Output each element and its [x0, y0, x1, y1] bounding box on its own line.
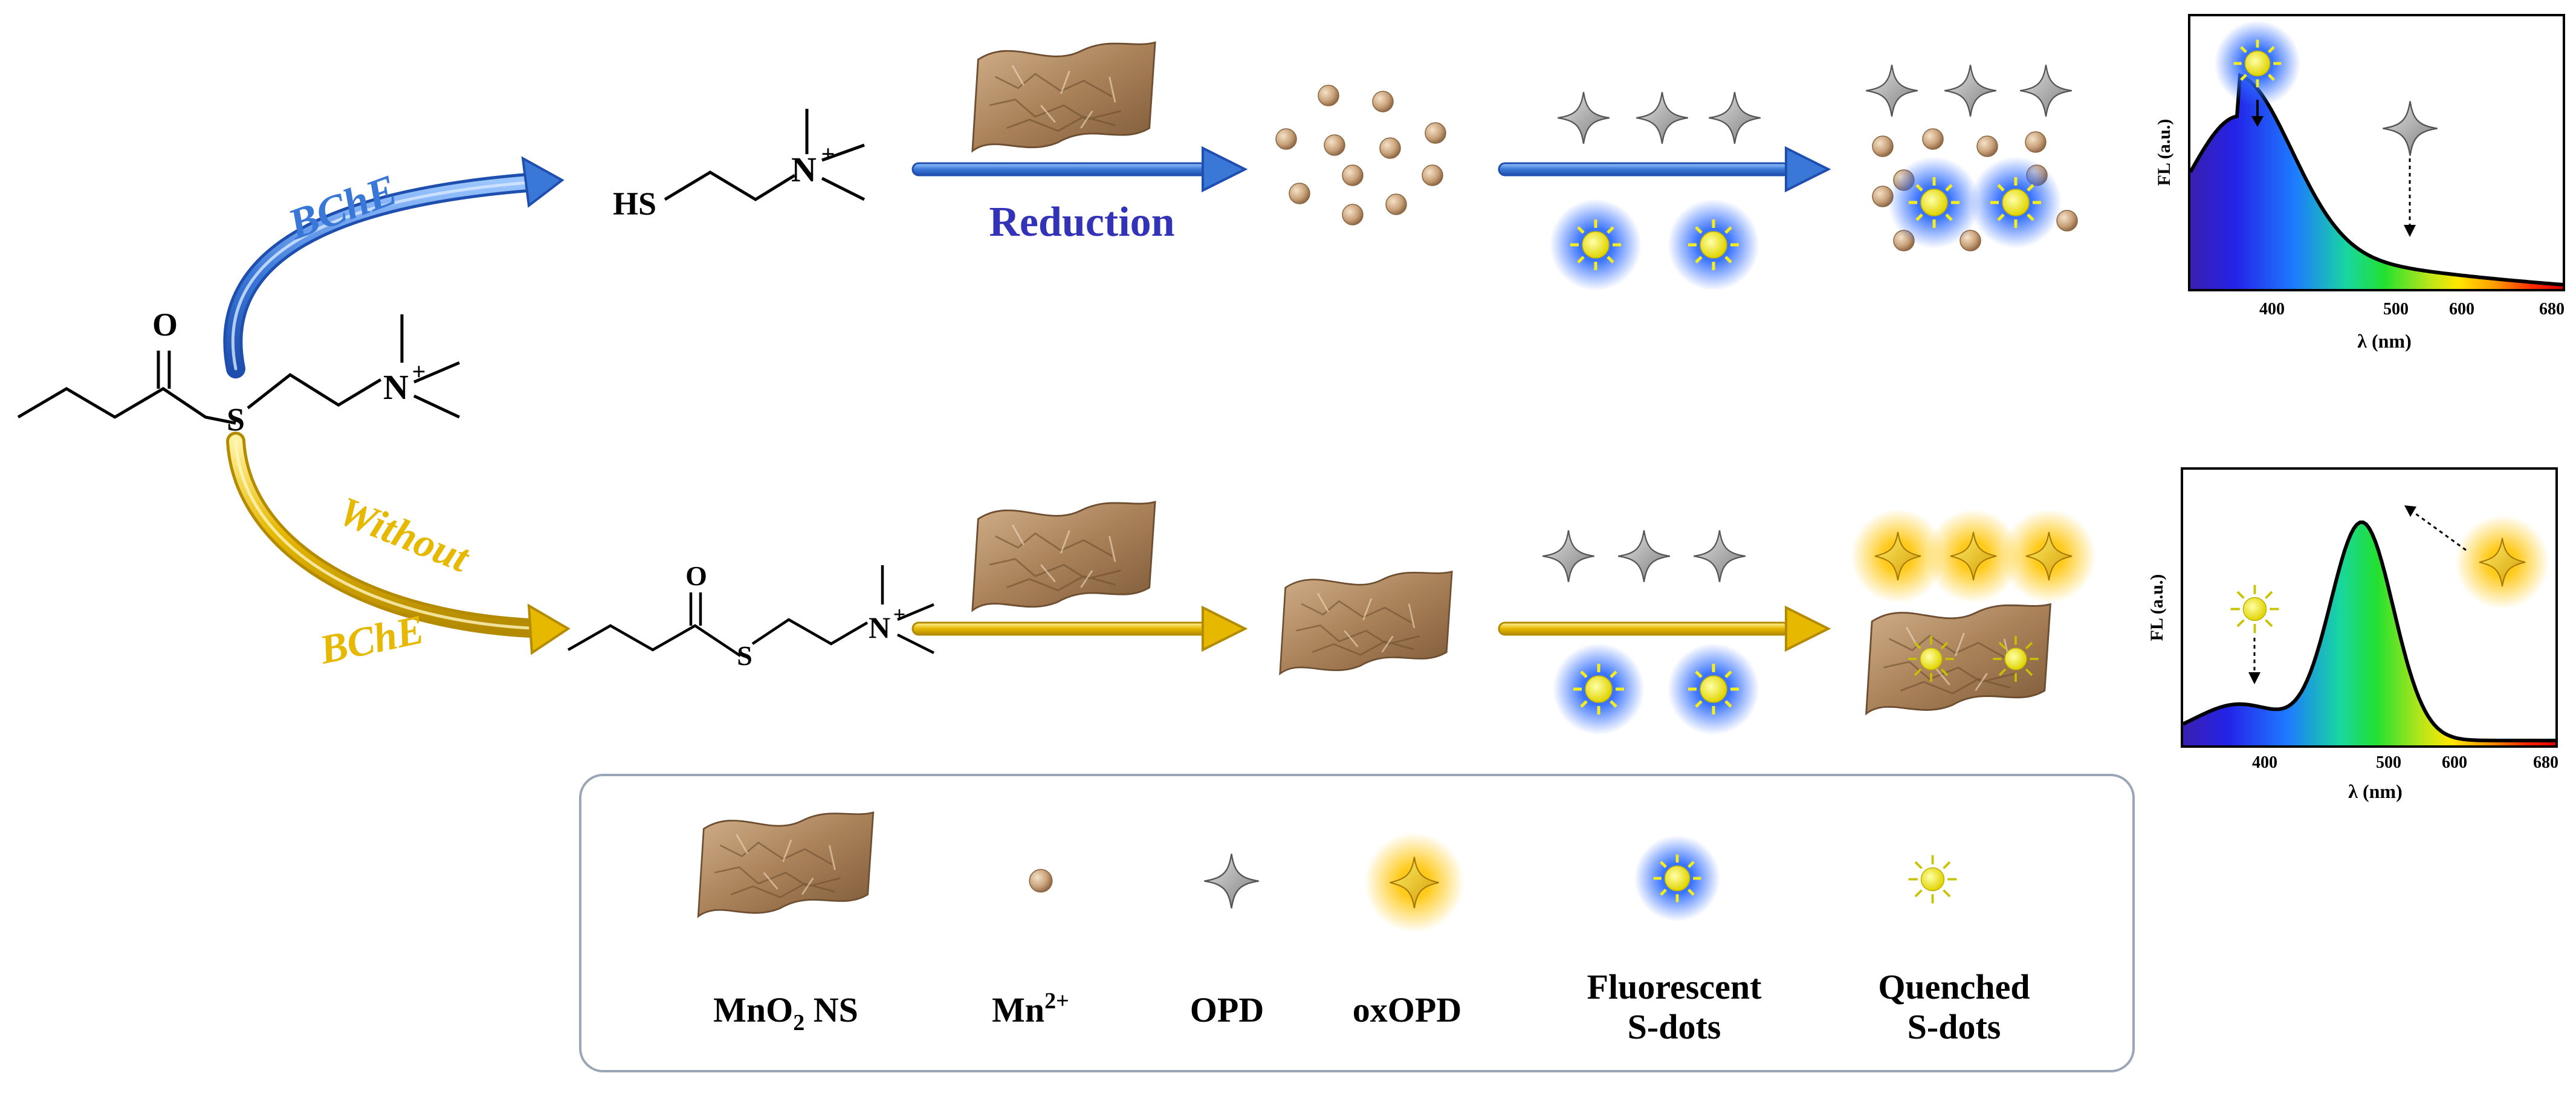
substrate-o: O [152, 306, 178, 343]
legend-fluorescent-line1: Fluorescent [1587, 967, 1762, 1007]
legend-fluorescent-sdot-icon [1634, 835, 1721, 922]
legend-quenched-line2: S-dots [1908, 1007, 2001, 1046]
legend-opd-label: OPD [1190, 990, 1264, 1029]
legend-mn-icon [1029, 869, 1053, 893]
substrate-charge: + [412, 358, 426, 385]
fluorescent-sdots-below-bottom-arrow [1553, 643, 1759, 735]
bottom-substrate-s: S [737, 640, 752, 671]
top-result-group [1865, 64, 2078, 251]
substrate-n: N [383, 368, 409, 407]
chart-top-tick-600: 600 [2449, 300, 2474, 319]
chart-bottom-tick-600: 600 [2442, 753, 2467, 772]
thiocholine-molecule [664, 109, 866, 201]
chart-top-tick-400: 400 [2259, 300, 2285, 319]
chart-bottom-tick-500: 500 [2376, 753, 2401, 772]
chart-top-xlabel: λ (nm) [2357, 330, 2411, 352]
legend-oxopd-icon [1364, 832, 1465, 933]
thiocholine-charge: + [821, 140, 835, 167]
legend-mn-label: Mn2+ [992, 988, 1069, 1029]
without-label-line1: Without [332, 487, 476, 581]
spectrum-chart-bottom: FL (a.u.) 400 500 600 680 λ (nm) [2147, 467, 2558, 802]
top-arrow-2 [1498, 146, 1831, 193]
mno2-sheet-top [971, 41, 1156, 152]
bottom-result-group [1850, 508, 2097, 715]
top-arrow-reduction [911, 146, 1248, 193]
bottom-substrate-n: N [869, 611, 890, 644]
thiocholine-n: N [791, 150, 817, 189]
chart-top-fluorescent-sdot-marker [2215, 21, 2301, 107]
substrate-s: S [227, 401, 245, 438]
chart-bottom-tick-680: 680 [2533, 753, 2558, 772]
reduction-label: Reduction [989, 199, 1174, 245]
mn-ion-cluster [1275, 85, 1446, 225]
bottom-substrate-o: O [685, 560, 707, 591]
bottom-substrate-charge: + [893, 602, 906, 626]
spectrum-top-fill [2190, 75, 2563, 290]
chart-bottom-oxopd-marker [2455, 514, 2550, 610]
legend-quenched-sdot-icon [1907, 854, 1958, 905]
spectrum-bottom-fill [2183, 522, 2555, 745]
without-label-line2: BChE [315, 606, 428, 673]
legend-fluorescent-line2: S-dots [1628, 1007, 1721, 1046]
legend-quenched-line1: Quenched [1878, 967, 2030, 1007]
mno2-sheet-bottom-intact [1279, 571, 1453, 675]
opd-above-top-arrow [1557, 91, 1761, 144]
legend-mno2-label: MnO2 NS [713, 990, 858, 1036]
chart-top-ylabel: FL (a.u.) [2154, 119, 2174, 186]
chart-bottom-tick-400: 400 [2252, 753, 2277, 772]
legend: MnO2 NS Mn2+ OPD oxOPD Fluorescent S-dot… [579, 774, 2135, 1072]
fluorescent-sdots-below-top-arrow [1550, 199, 1759, 291]
bottom-arrow-1 [911, 605, 1248, 652]
thiocholine-hs: HS [613, 186, 656, 222]
chart-bottom-xlabel: λ (nm) [2348, 780, 2402, 802]
chart-top-tick-500: 500 [2383, 300, 2409, 319]
legend-oxopd-label: oxOPD [1353, 990, 1461, 1029]
bche-label: BChE [282, 165, 403, 248]
legend-mno2-icon [697, 811, 875, 918]
chart-top-tick-680: 680 [2539, 300, 2565, 319]
spectrum-bottom-curve [2182, 520, 2555, 742]
chart-bottom-ylabel: FL (a.u.) [2147, 574, 2167, 641]
spectrum-chart-top: FL (a.u.) 400 500 600 680 λ (nm) [2154, 14, 2565, 352]
chart-bottom-quenched-sdot-marker [2229, 583, 2280, 635]
bottom-arrow-2 [1498, 605, 1831, 652]
substrate-molecule [17, 314, 461, 425]
opd-above-bottom-arrow [1542, 530, 1746, 583]
bottom-substrate-molecule [567, 565, 935, 657]
mno2-sheet-bottom-above-arrow [971, 501, 1156, 612]
